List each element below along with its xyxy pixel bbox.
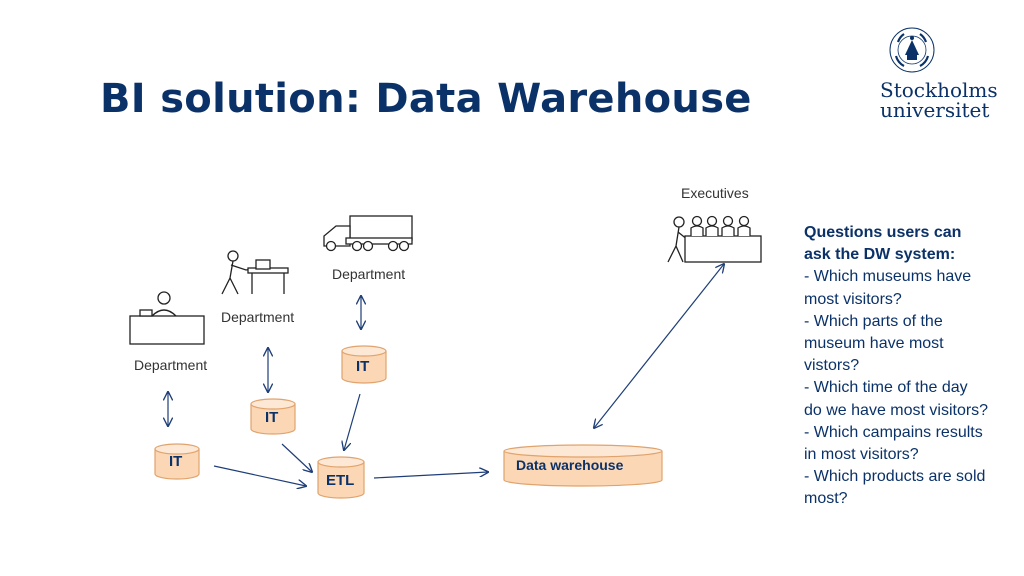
logo-wordmark: Stockholms universitet: [880, 80, 998, 120]
question-line: museum have most: [804, 335, 944, 353]
question-line: - Which campains results: [804, 423, 983, 441]
questions-heading-line-2: ask the DW system:: [804, 246, 956, 264]
it-label-2: IT: [265, 409, 279, 426]
etl-label: ETL: [326, 472, 355, 489]
university-seal-icon: [889, 27, 935, 73]
it-label-3: IT: [356, 358, 370, 375]
it-cylinder-2: [250, 398, 296, 435]
truck-icon: [323, 215, 413, 252]
question-line: in most visitors?: [804, 446, 919, 464]
it-cylinder-1: [154, 443, 200, 480]
question-line: - Which parts of the: [804, 312, 943, 330]
department-label-3: Department: [332, 266, 406, 282]
question-line: vistors?: [804, 357, 860, 375]
department-label-1: Department: [134, 357, 208, 373]
questions-panel: Questions users can ask the DW system: -…: [804, 222, 1014, 511]
question-line: - Which time of the day: [804, 379, 968, 397]
logo-line-2: universitet: [880, 98, 990, 122]
executives-icon: [667, 215, 762, 263]
department-label-2: Department: [221, 309, 295, 325]
question-line: most visitors?: [804, 290, 902, 308]
question-line: most?: [804, 490, 848, 508]
arrow-it3-etl: [344, 393, 361, 450]
arrow-etl-dw: [373, 472, 488, 479]
logo-line-1: Stockholms: [880, 78, 998, 102]
data-warehouse-cylinder: [503, 444, 663, 487]
slide-title: BI solution: Data Warehouse: [100, 76, 752, 122]
it-label-1: IT: [169, 453, 183, 470]
arrow-it1-etl: [213, 465, 306, 486]
question-line: - Which products are sold: [804, 468, 986, 486]
university-logo: Stockholms universitet: [872, 22, 1002, 122]
etl-cylinder: [317, 456, 365, 499]
worker-at-bench-icon: [221, 250, 289, 295]
executives-label: Executives: [681, 185, 749, 201]
questions-heading-line-1: Questions users can: [804, 224, 962, 241]
question-line: - Which museums have: [804, 268, 972, 286]
office-worker-icon: [129, 291, 205, 345]
arrow-dw-executives: [594, 264, 724, 428]
question-line: do we have most visitors?: [804, 401, 989, 419]
arrow-it2-etl: [281, 443, 312, 472]
it-cylinder-3: [341, 345, 387, 384]
data-warehouse-label: Data warehouse: [516, 457, 624, 473]
